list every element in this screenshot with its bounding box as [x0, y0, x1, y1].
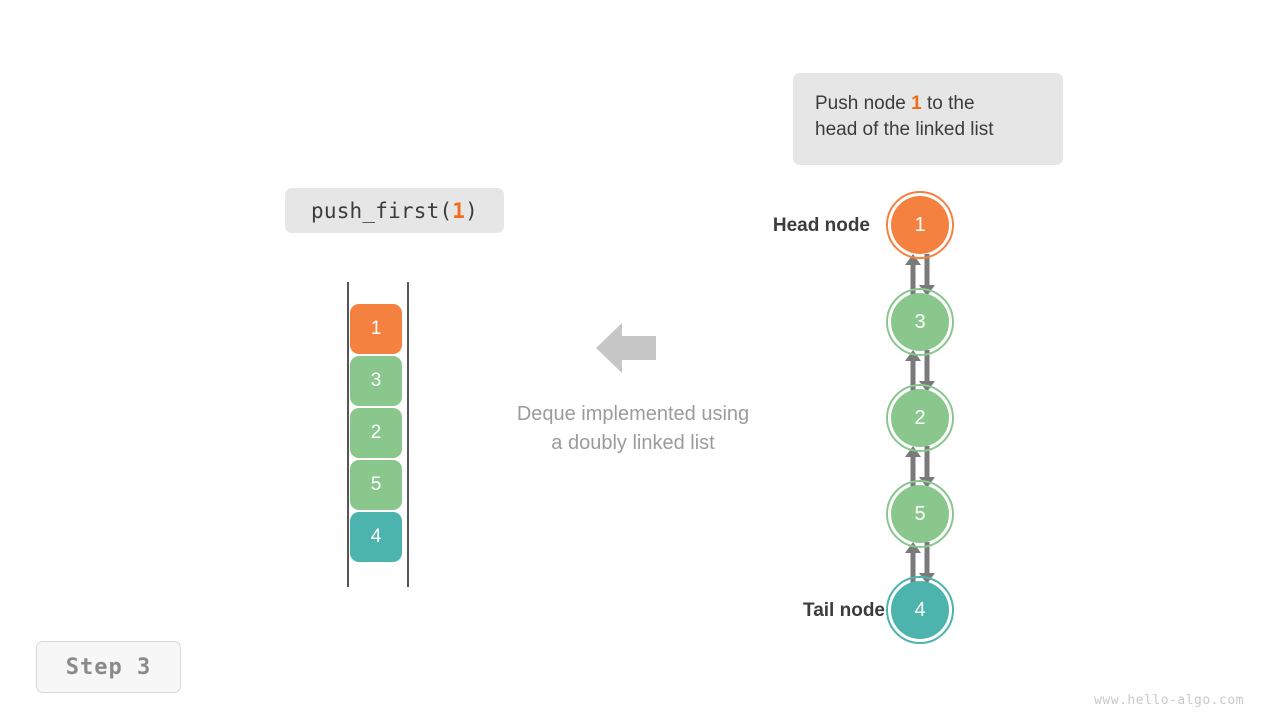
- list-node: 1: [886, 191, 954, 259]
- list-node-value: 3: [914, 310, 926, 333]
- deque-card: 3: [350, 356, 402, 406]
- doubly-linked-list: Head node Tail node 1 3 2 5 4: [760, 190, 990, 650]
- list-node-value: 4: [914, 598, 926, 621]
- prev-pointer-arrow-up: [905, 542, 921, 584]
- left-arrow-svg: [596, 323, 656, 373]
- step-badge-text: Step 3: [65, 654, 152, 680]
- watermark: www.hello-algo.com: [1094, 693, 1244, 708]
- operation-code-text: push_first(1): [311, 199, 478, 223]
- deque-card: 1: [350, 304, 402, 354]
- list-node: 4: [886, 576, 954, 644]
- list-node-value: 1: [914, 213, 926, 236]
- callout-line-1: Push node 1 to the: [815, 91, 1041, 117]
- prev-pointer-arrow-up: [905, 446, 921, 488]
- deque-card: 2: [350, 408, 402, 458]
- caption-line-2: a doubly linked list: [551, 432, 715, 454]
- center-caption: Deque implemented using a doubly linked …: [462, 400, 804, 458]
- list-node-ring: [886, 480, 954, 548]
- code-close-paren: ): [465, 198, 478, 223]
- prev-pointer-arrow-up: [905, 350, 921, 392]
- caption-line-1: Deque implemented using: [516, 403, 750, 425]
- list-node-ring: [886, 288, 954, 356]
- prev-pointer-arrow-up: [905, 254, 921, 296]
- list-node-ring: [886, 191, 954, 259]
- list-node: 2: [886, 384, 954, 452]
- list-node-value: 5: [914, 502, 926, 525]
- callout-box: Push node 1 to the head of the linked li…: [793, 73, 1063, 165]
- deque-rail-right: [407, 282, 409, 587]
- code-argument: 1: [452, 198, 466, 223]
- list-node: 3: [886, 288, 954, 356]
- callout-line-2: head of the linked list: [815, 119, 994, 140]
- step-badge: Step 3: [36, 641, 181, 693]
- list-node-value: 2: [914, 406, 926, 429]
- list-node-ring: [886, 576, 954, 644]
- list-node-ring: [886, 384, 954, 452]
- tail-node-label: Tail node: [803, 600, 885, 621]
- operation-code-pill: push_first(1): [285, 188, 504, 233]
- callout-text-prefix: Push node: [815, 93, 912, 114]
- code-function-name: push_first(: [311, 198, 453, 223]
- list-node: 5: [886, 480, 954, 548]
- deque-card: 5: [350, 460, 402, 510]
- callout-highlight-value: 1: [911, 93, 922, 114]
- left-arrow-icon: [596, 323, 656, 373]
- head-node-label: Head node: [772, 215, 870, 236]
- callout-text-suffix: to the: [921, 93, 975, 114]
- deque-rail-left: [347, 282, 349, 587]
- deque-card: 4: [350, 512, 402, 562]
